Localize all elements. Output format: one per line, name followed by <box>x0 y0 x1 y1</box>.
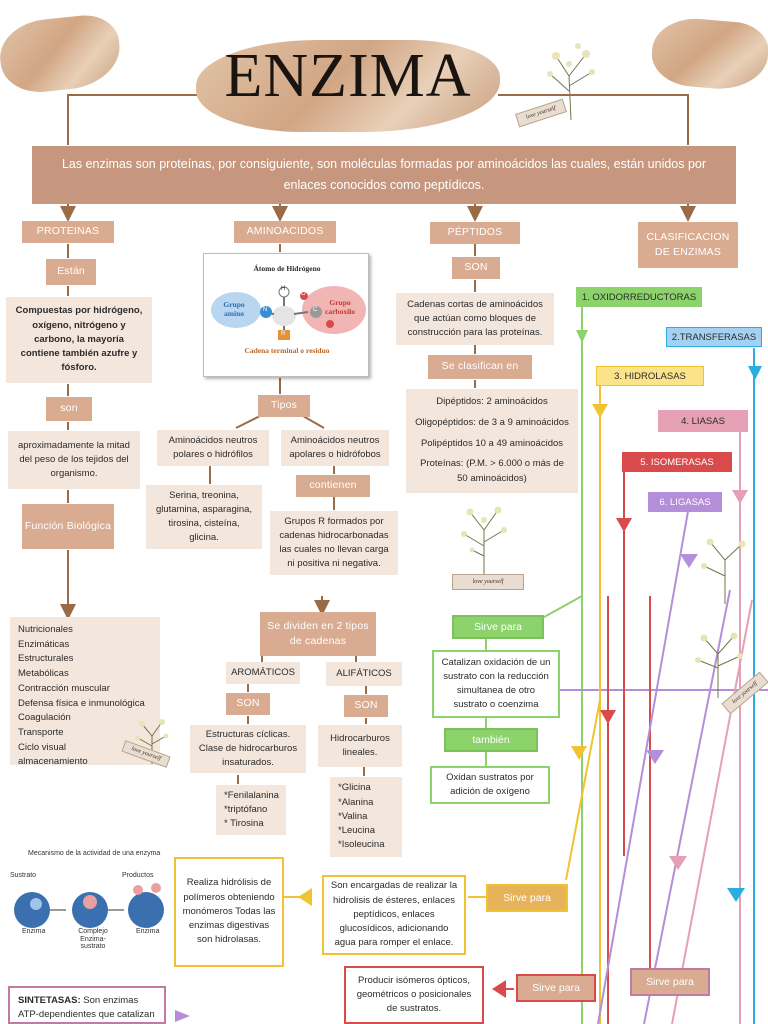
list-item: *triptófano <box>224 803 268 815</box>
class-transferasas: 2.TRANSFERASAS <box>666 327 762 347</box>
sticker-love-yourself: love yourself <box>452 574 524 590</box>
label-contienen: contienen <box>296 475 370 497</box>
function-item: Ciclo visual <box>18 741 67 753</box>
function-item: Contracción muscular <box>18 682 110 694</box>
header-funcion-biologica: Función Biológica <box>22 504 114 549</box>
header-se-dividen: Se dividen en 2 tipos de cadenas <box>260 612 376 656</box>
class-oxidorreductoras: 1. OXIDORREDUCTORAS <box>576 287 702 307</box>
label-atomo-hidrogeno: Átomo de Hidrógeno <box>253 264 321 273</box>
atom-c: C <box>313 307 318 313</box>
text-sintetasas: Son enzimas ATP-dependientes que cataliz… <box>18 995 155 1021</box>
enzyme-icon <box>14 883 164 928</box>
mechanism-illustration: Mecanismo de la actividad de una enzyma … <box>6 846 166 950</box>
label-son-proteinas: son <box>46 397 92 421</box>
list-item: *Valina <box>338 810 368 822</box>
box-hidro-desc: Son encargadas de realizar la hidrolisis… <box>322 875 466 955</box>
header-clasificacion: CLASIFICACION DE ENZIMAS <box>638 222 738 268</box>
function-item: Nutricionales <box>18 624 73 635</box>
label-grupo-carboxilo: Grupo carboxilo <box>325 298 355 316</box>
list-alifaticos: *Glicina *Alanina *Valina *Leucina *Isol… <box>330 777 402 857</box>
box-apolares: Aminoácidos neutros apolares o hidrófobo… <box>281 430 389 466</box>
class-isomerasas: 5. ISOMERASAS <box>622 452 732 472</box>
box-aromaticos-desc: Estructuras cíclicas. Clase de hidrocarb… <box>190 725 306 773</box>
atom-r: R <box>281 331 286 337</box>
label-sustrato: Sustrato <box>10 872 37 879</box>
label-productos: Productos <box>122 872 154 879</box>
flower-icon <box>461 506 507 578</box>
header-aminoacidos: AMINOACIDOS <box>234 221 336 243</box>
function-item: Defensa física e inmunológica <box>18 697 145 709</box>
mechanism-caption: Mecanismo de la actividad de una enzyma <box>28 850 161 857</box>
label-sintetasas: SINTETASAS: <box>18 995 81 1006</box>
box-composition: Compuestas por hidrógeno, oxígeno, nitró… <box>6 297 152 383</box>
amino-acid-diagram: Átomo de Hidrógeno Grupo amino Grupo car… <box>203 253 369 377</box>
box-sintetasas: SINTETASAS: Son enzimas ATP-dependientes… <box>8 986 166 1024</box>
box-polar-list: Serina, treonina, glutamina, asparagina,… <box>146 485 262 549</box>
list-item: * Tirosina <box>224 818 264 830</box>
list-item: *Glicina <box>338 782 371 794</box>
list-item: Polipéptidos 10 a 49 aminoácidos <box>420 437 564 449</box>
function-item: almacenamiento <box>18 756 88 768</box>
flower-icon <box>695 632 743 698</box>
flower-icon <box>135 719 169 764</box>
function-item: Enzimáticas <box>18 638 70 650</box>
label-cadena-terminal: Cadena terminal o residuo <box>244 346 330 355</box>
label-grupo-amino: Grupo amino <box>223 300 245 318</box>
box-peptidos-desc: Cadenas cortas de aminoácidos que actúan… <box>396 293 554 345</box>
list-item: *Isoleucina <box>338 839 385 851</box>
tag-sirve-para-ligasas: Sirve para <box>630 968 710 996</box>
list-peptidos: Dipéptidos: 2 aminoácidos Oligopéptidos:… <box>406 389 578 493</box>
function-item: Coagulación <box>18 712 71 724</box>
flower-icon <box>701 538 746 604</box>
list-item: Dipéptidos: 2 aminoácidos <box>436 396 548 408</box>
list-item: Proteínas: (P.M. > 6.000 o más de 50 ami… <box>420 458 564 485</box>
class-ligasas: 6. LIGASAS <box>648 492 722 512</box>
intro-banner: Las enzimas son proteínas, por consiguie… <box>32 146 736 204</box>
box-hidro-extra: Realiza hidrólisis de polímeros obtenien… <box>174 857 284 967</box>
label-aromaticos: AROMÁTICOS <box>226 662 300 684</box>
tag-sirve-para-oxido: Sirve para <box>452 615 544 639</box>
label-enzima: Enzima <box>22 928 46 935</box>
box-oxido-tambien: Oxidan sustratos por adición de oxígeno <box>430 766 550 804</box>
list-item: *Fenilalanina <box>224 789 279 801</box>
class-liasas: 4. LIASAS <box>658 410 748 432</box>
label-se-clasifican: Se clasifican en <box>428 355 532 379</box>
list-item: *Leucina <box>338 825 375 837</box>
list-item: *Alanina <box>338 796 374 808</box>
tag-tambien: también <box>444 728 538 752</box>
atom-n: N <box>263 307 268 313</box>
label-alifaticos: ALIFÁTICOS <box>326 662 402 686</box>
label-tipos: Tipos <box>258 395 310 417</box>
list-item: Oligopéptidos: de 3 a 9 aminoácidos <box>415 416 569 428</box>
title-paper <box>196 40 500 132</box>
amino-acid-structure <box>211 286 366 340</box>
class-hidrolasas: 3. HIDROLASAS <box>596 366 704 386</box>
atom-h: H <box>281 286 286 292</box>
flower-icon <box>547 43 595 120</box>
label-son-alifaticos: SON <box>344 695 388 717</box>
tag-sirve-para-iso: Sirve para <box>516 974 596 1002</box>
box-iso-desc: Producir isómeros ópticos, geométricos o… <box>344 966 484 1024</box>
label-enzima-2: Enzima <box>136 928 160 935</box>
header-peptidos: PÉPTIDOS <box>430 222 520 244</box>
label-son-aromaticos: SON <box>226 693 270 715</box>
function-item: Transporte <box>18 727 64 739</box>
list-aromaticos: *Fenilalanina *triptófano * Tirosina <box>216 785 286 835</box>
box-polares: Aminoácidos neutros polares o hidrófilos <box>157 430 269 466</box>
function-item: Metabólicas <box>18 668 69 680</box>
atom-o: O <box>301 291 306 297</box>
tag-sirve-para-hidro: Sirve para <box>486 884 568 912</box>
box-mass: aproximadamente la mitad del peso de los… <box>8 431 140 489</box>
box-alifaticos-desc: Hidrocarburos lineales. <box>318 725 402 767</box>
page-title: ENZIMA <box>224 42 472 110</box>
label-estan: Están <box>46 259 96 285</box>
box-oxido-desc: Catalizan oxidación de un sustrato con l… <box>432 650 560 718</box>
label-son-peptidos: SON <box>452 257 500 279</box>
box-grupos-r: Grupos R formados por cadenas hidrocarbo… <box>270 511 398 575</box>
list-functions: Nutricionales Enzimáticas Estructurales … <box>10 617 160 767</box>
header-proteinas: PROTEINAS <box>22 221 114 243</box>
function-item: Estructurales <box>18 653 74 665</box>
label-complejo: Complejo Enzima-sustrato <box>78 928 108 951</box>
